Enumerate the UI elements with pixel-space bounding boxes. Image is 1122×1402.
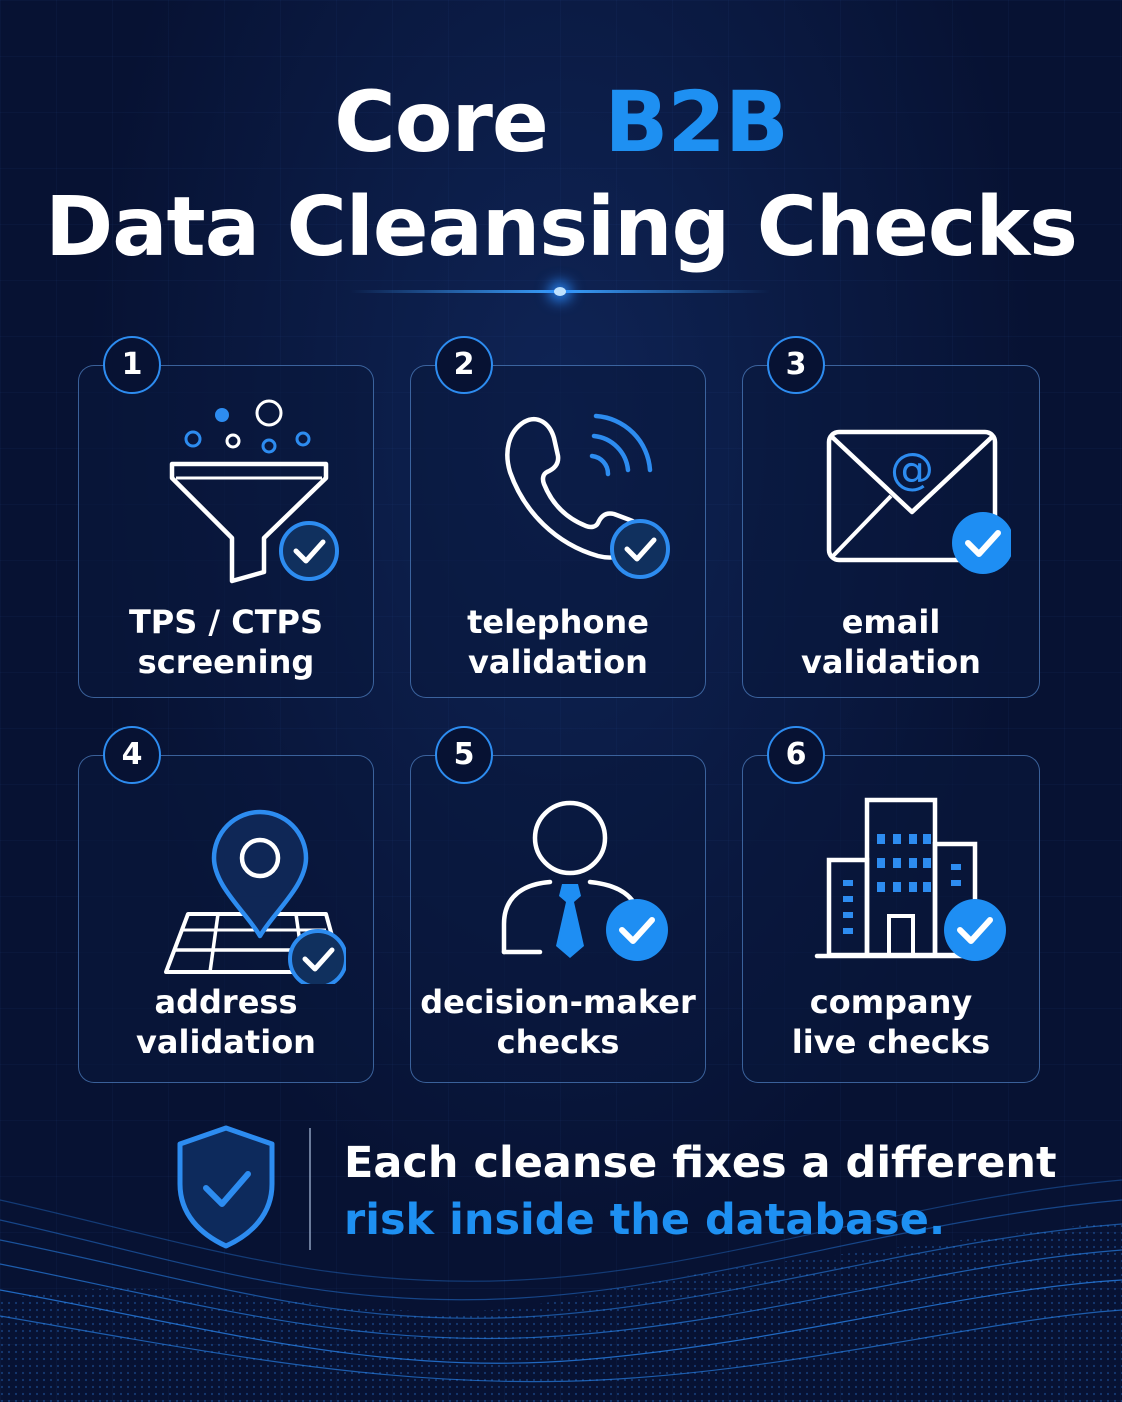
- decorative-waves: [0, 1179, 1122, 1402]
- telephone-icon: [411, 394, 705, 594]
- check-card-telephone: 2 telephone validation: [410, 336, 706, 698]
- step-number-badge: 4: [103, 726, 161, 784]
- check-label: email validation: [801, 603, 981, 681]
- title-line-1: Core B2B: [0, 72, 1122, 172]
- person-tie-icon: [411, 784, 705, 984]
- step-number-badge: 2: [435, 336, 493, 394]
- check-label: decision-maker checks: [420, 983, 696, 1061]
- title-line-2: Data Cleansing Checks: [45, 180, 1078, 275]
- step-number-badge: 6: [767, 726, 825, 784]
- map-pin-icon: [79, 784, 373, 984]
- step-number-badge: 3: [767, 336, 825, 394]
- step-number-badge: 1: [103, 336, 161, 394]
- check-label: address validation: [136, 983, 316, 1061]
- footer-line-2: risk inside the database.: [344, 1195, 946, 1245]
- check-card-email: 3 @ email validation: [742, 336, 1040, 698]
- svg-text:@: @: [890, 444, 934, 495]
- office-building-icon: [743, 784, 1039, 984]
- check-card-decision-maker: 5 decision-maker checks: [410, 726, 706, 1083]
- shield-check-icon: [170, 1122, 282, 1256]
- check-label: TPS / CTPS screening: [128, 603, 324, 681]
- check-card-tps-ctps: 1 TPS / CTPS screening: [78, 336, 374, 698]
- check-card-company-live: 6 company live checks: [742, 726, 1040, 1083]
- check-label: telephone validation: [467, 603, 649, 681]
- check-label: company live checks: [791, 983, 991, 1061]
- footer-line-1: Each cleanse fixes a different: [344, 1138, 1057, 1188]
- envelope-icon: @: [743, 394, 1039, 594]
- footer-message: Each cleanse fixes a different risk insi…: [344, 1135, 1057, 1249]
- check-card-address: 4 address validation: [78, 726, 374, 1083]
- title-word-b2b: B2B: [604, 73, 788, 171]
- funnel-icon: [79, 394, 373, 594]
- footer-divider: [309, 1128, 311, 1250]
- step-number-badge: 5: [435, 726, 493, 784]
- title-word-core: Core: [334, 73, 549, 171]
- title-divider: [350, 287, 770, 296]
